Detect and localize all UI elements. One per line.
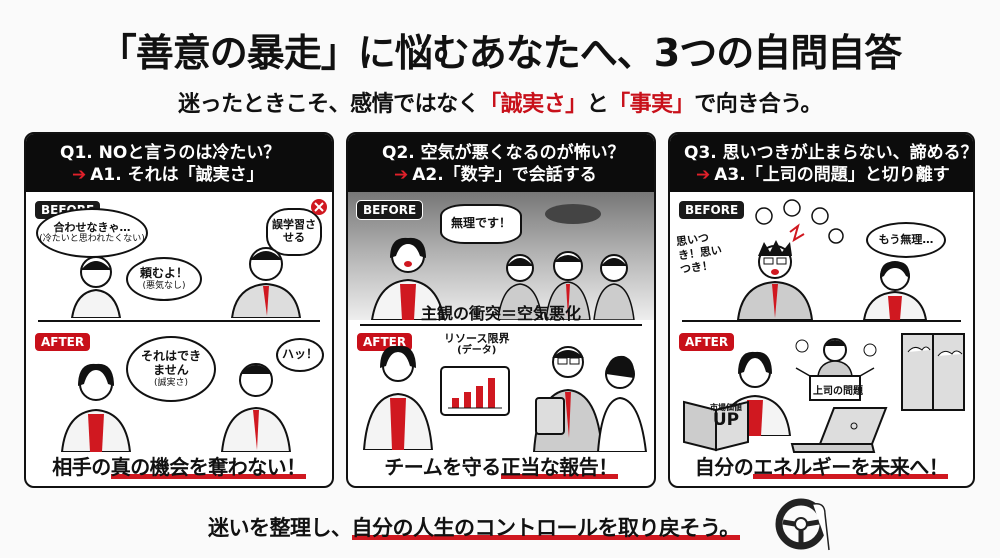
subtitle-mid: と: [586, 92, 609, 117]
before-badge: BEFORE: [356, 200, 424, 220]
footer-message: 迷いを整理し、自分の人生のコントロールを取り戻そう。: [208, 516, 740, 540]
panel-q3: Q3. 思いつきが止まらない、諦める？ ➔A3.「上司の問題」と切り離す BEF…: [668, 132, 975, 488]
answer-text: ➔A3.「上司の問題」と切り離す: [696, 165, 950, 185]
before-caption: 主観の衝突＝空気悪化: [420, 304, 581, 323]
question-text: Q1. NOと言うのは冷たい？: [60, 143, 281, 163]
storm-cloud-icon: [545, 204, 601, 224]
panel-caption: 自分のエネルギーを未来へ！: [694, 455, 949, 479]
panel-header: Q1. NOと言うのは冷たい？ ➔A1. それは「誠実さ」: [26, 134, 332, 192]
after-scene: AFTER リソース限界(データ) チームを守る正当な報告！: [348, 326, 654, 486]
book-icon: [683, 400, 749, 452]
before-scene: BEFORE 無理です！: [348, 192, 654, 320]
before-scene: BEFORE 思いつき！思いつき！ もう無理…: [670, 192, 973, 320]
subtitle-honesty: 「誠実さ」: [479, 92, 587, 117]
arrow-right-icon: ➔: [394, 165, 409, 185]
before-scene: BEFORE 合わせなきゃ… (冷たいと思われたくない) 頼むよ！ (悪気なし)…: [26, 192, 332, 320]
subtitle-suffix: で向き合う。: [694, 92, 822, 117]
after-badge: AFTER: [34, 332, 92, 352]
idea-shout-text: 思いつき！思いつき！: [675, 231, 723, 276]
speech-bubble-surprise: ハッ！: [276, 338, 324, 372]
steering-wheel-icon: [775, 498, 830, 551]
speech-bubble: それはできません (誠実さ): [126, 336, 216, 402]
page-title: 「善意の暴走」に悩むあなたへ、3つの自問自答: [98, 31, 902, 75]
panel-caption: チームを守る正当な報告！: [384, 455, 618, 479]
section-divider: [682, 320, 961, 322]
panel-caption: 相手の真の機会を奪わない！: [52, 455, 306, 479]
section-divider: [38, 320, 320, 322]
arrow-right-icon: ➔: [696, 165, 711, 185]
stressed-boss-figure-icon: [736, 240, 814, 320]
arrow-right-icon: ➔: [72, 165, 87, 185]
woman-presenting-figure-icon: [362, 345, 434, 450]
panel-header: Q2. 空気が悪くなるのが怖い？ ➔A2.「数字」で会話する: [348, 134, 654, 192]
chart-label: リソース限界(データ): [444, 332, 510, 357]
answer-text: ➔A1. それは「誠実さ」: [72, 165, 264, 185]
laptop-icon: [790, 407, 888, 453]
after-badge: AFTER: [678, 332, 736, 352]
window-icon: [901, 333, 965, 411]
bar-chart-board-icon: [440, 366, 510, 416]
speech-bubble: もう無理…: [866, 222, 946, 258]
subtitle-facts: 「事実」: [608, 92, 695, 117]
lightbulbs-icon: [755, 199, 844, 244]
shout-bubble: 無理です！: [440, 204, 522, 244]
thought-bubble: 合わせなきゃ… (冷たいと思われたくない): [36, 208, 148, 258]
woman-shouting-figure-icon: [370, 237, 446, 320]
section-divider: [360, 324, 642, 326]
close-icon: [311, 199, 327, 215]
thought-bubble-mislearn: 誤学習させる: [266, 208, 322, 256]
panel-q2: Q2. 空気が悪くなるのが怖い？ ➔A2.「数字」で会話する BEFORE 無理…: [346, 132, 656, 488]
boss-in-box-icon: [795, 338, 877, 401]
answer-text: ➔A2.「数字」で会話する: [394, 165, 597, 185]
subtitle-prefix: 迷ったときこそ、感情ではなく: [178, 92, 480, 117]
question-text: Q2. 空気が悪くなるのが怖い？: [382, 143, 625, 163]
before-badge: BEFORE: [678, 200, 746, 220]
man-figure-icon: [220, 363, 292, 452]
man-figure-icon: [230, 247, 302, 318]
box-label: 上司の問題: [813, 386, 863, 397]
exhausted-woman-figure-icon: [862, 261, 928, 320]
after-scene: AFTER それはできません (誠実さ) ハッ！ 相手の真の機会を奪わない！: [26, 326, 332, 486]
colleagues-reviewing-figure-icon: [532, 346, 648, 452]
panel-header: Q3. 思いつきが止まらない、諦める？ ➔A3.「上司の問題」と切り離す: [670, 134, 973, 192]
panel-q1: Q1. NOと言うのは冷たい？ ➔A1. それは「誠実さ」 BEFORE 合わせ…: [24, 132, 334, 488]
page-subtitle: 迷ったときこそ、感情ではなく「誠実さ」と「事実」で向き合う。: [0, 86, 1000, 118]
speech-bubble: 頼むよ！ (悪気なし): [126, 257, 202, 301]
coworkers-figure-icon: [498, 251, 635, 320]
question-text: Q3. 思いつきが止まらない、諦める？: [684, 143, 975, 163]
woman-figure-icon: [70, 256, 122, 318]
woman-figure-icon: [60, 363, 132, 452]
